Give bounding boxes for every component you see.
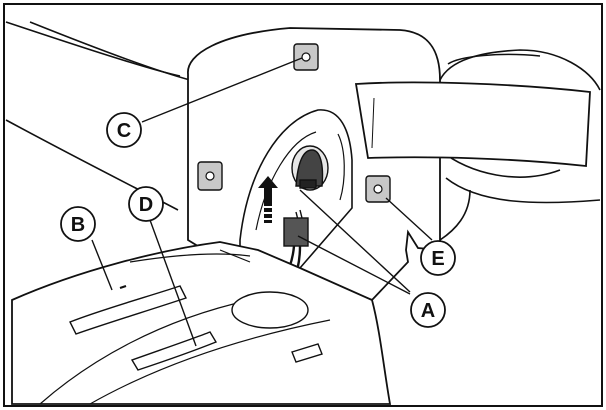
panel-opening xyxy=(239,109,353,269)
callout-a-label: A xyxy=(421,300,435,322)
callout-d: D xyxy=(128,186,164,222)
strap xyxy=(354,81,591,167)
leader-lines xyxy=(91,57,433,347)
direction-arrow xyxy=(258,176,278,223)
bulb-socket xyxy=(291,145,329,191)
callout-e: E xyxy=(420,240,456,276)
callout-c-label: C xyxy=(117,120,131,142)
callout-d-label: D xyxy=(139,194,153,216)
floor-panel xyxy=(11,241,392,405)
callout-b: B xyxy=(60,206,96,242)
callout-c: C xyxy=(106,112,142,148)
callout-e-label: E xyxy=(431,248,444,270)
grommet-left xyxy=(197,161,223,191)
grommet-e xyxy=(365,175,391,203)
callout-b-label: B xyxy=(71,214,85,236)
callout-a: A xyxy=(410,292,446,328)
grommet-c xyxy=(293,43,319,71)
